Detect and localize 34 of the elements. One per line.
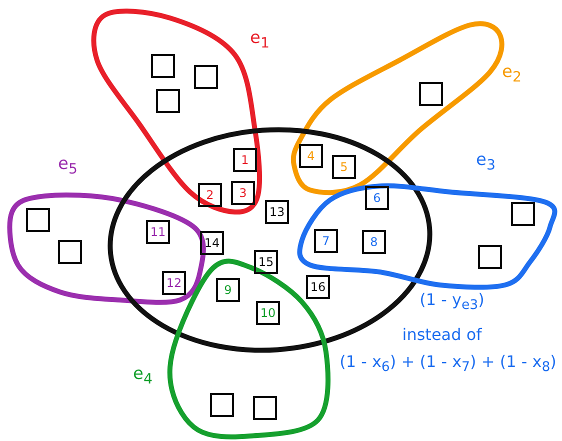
empty-square [58, 240, 82, 264]
numbered-square: 7 [314, 229, 338, 253]
empty-square [253, 396, 277, 420]
numbered-square: 16 [306, 275, 330, 299]
numbered-square: 8 [362, 230, 386, 254]
note-text: instead of [402, 325, 482, 344]
empty-square [156, 89, 180, 113]
empty-square [419, 82, 443, 106]
edge-set-label: e$_{3}$ [476, 150, 496, 174]
empty-square [151, 54, 175, 78]
numbered-square: 5 [332, 155, 356, 179]
empty-square [194, 65, 218, 89]
numbered-square: 15 [254, 250, 278, 274]
empty-square [210, 393, 234, 417]
empty-square [478, 245, 502, 269]
formula-note: (1 - y$_{e3}$) [420, 290, 484, 314]
numbered-square: 4 [299, 144, 323, 168]
numbered-square: 11 [146, 220, 170, 244]
numbered-square: 1 [233, 148, 257, 172]
edge-set-label: e$_{4}$ [133, 364, 152, 388]
numbered-square: 14 [200, 231, 224, 255]
numbered-square: 12 [162, 271, 186, 295]
empty-square [511, 202, 535, 226]
numbered-square: 9 [216, 278, 240, 302]
numbered-square: 2 [198, 183, 222, 207]
empty-square [26, 208, 50, 232]
numbered-square: 3 [231, 181, 255, 205]
formula-note: (1 - x$_{6}$) + (1 - x$_{7}$) + (1 - x$_{8}$) [340, 352, 556, 376]
numbered-square: 13 [265, 200, 289, 224]
numbered-square: 6 [365, 186, 389, 210]
edge-set-label: e$_{5}$ [58, 154, 78, 178]
edge-set-label: e$_{1}$ [250, 28, 270, 52]
numbered-square: 10 [256, 301, 280, 325]
edge-set-label: e$_{2}$ [502, 62, 522, 86]
